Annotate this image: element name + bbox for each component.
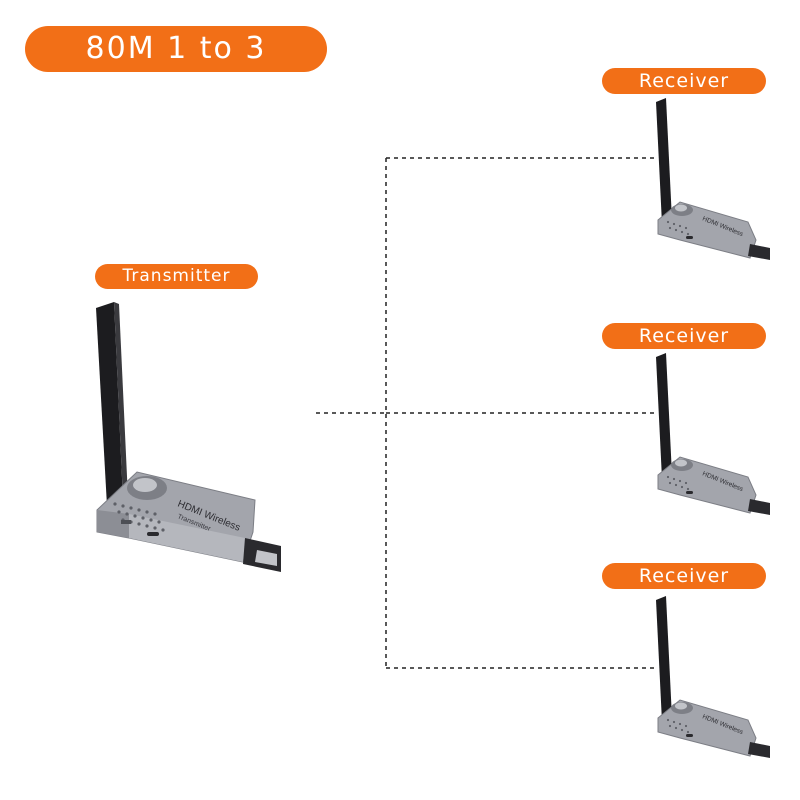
antenna-icon — [656, 353, 672, 479]
receiver-device-1: HDMI Wireless — [656, 98, 770, 260]
transmitter-device: HDMI Wireless Transmitter — [96, 302, 281, 572]
hdmi-plug-icon — [748, 742, 770, 758]
receiver-device-3: HDMI Wireless — [656, 596, 770, 758]
receiver-label-1: Receiver — [602, 68, 766, 94]
receiver-label-2: Receiver — [602, 323, 766, 349]
transmitter-label: Transmitter — [95, 264, 258, 289]
hdmi-plug-icon — [748, 244, 770, 260]
receiver-device-2: HDMI Wireless — [656, 353, 770, 515]
antenna-icon — [656, 98, 672, 224]
diagram-title: 80M 1 to 3 — [25, 26, 327, 72]
receiver-label-3: Receiver — [602, 563, 766, 589]
antenna-icon — [96, 302, 123, 506]
antenna-icon — [656, 596, 672, 722]
hdmi-plug-icon — [748, 499, 770, 515]
